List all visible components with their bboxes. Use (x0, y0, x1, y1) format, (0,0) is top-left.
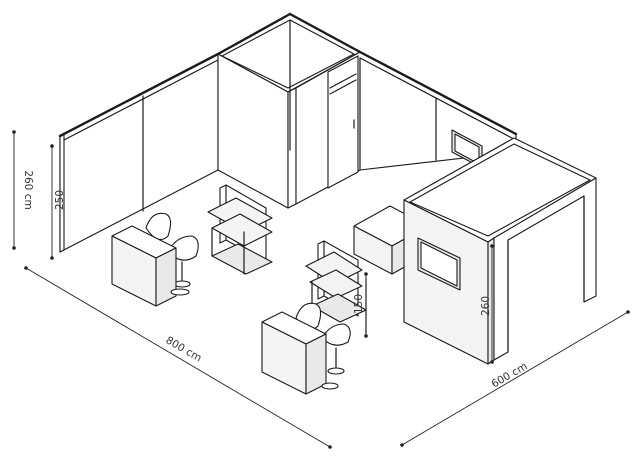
dim-wall-height (12, 130, 16, 250)
left-shelf-unit (207, 184, 273, 275)
left-reception-desk (111, 225, 190, 307)
booth-wall-screen (417, 237, 461, 291)
center-reception-desk (261, 311, 339, 395)
back-right-wall (295, 50, 518, 205)
dim-label-shelf-height: 150 (353, 294, 365, 314)
dim-shelf-height (364, 272, 368, 338)
dim-width-total (24, 266, 332, 449)
center-shelf-unit (305, 240, 367, 337)
dim-label-depth-total: 600 cm (489, 360, 529, 390)
back-door (327, 55, 359, 189)
dim-depth-total (400, 310, 630, 447)
dim-label-width-total: 800 cm (163, 334, 203, 364)
dim-label-panel-height: 250 (54, 190, 66, 210)
storage-booth (403, 137, 597, 365)
corner-column (216, 12, 362, 209)
dim-label-wall-height: 260 cm (22, 170, 34, 209)
back-left-wall (58, 52, 220, 253)
dim-label-booth-height: 260 (480, 296, 492, 316)
dim-panel-height (50, 144, 54, 260)
dim-booth-height (490, 244, 494, 364)
